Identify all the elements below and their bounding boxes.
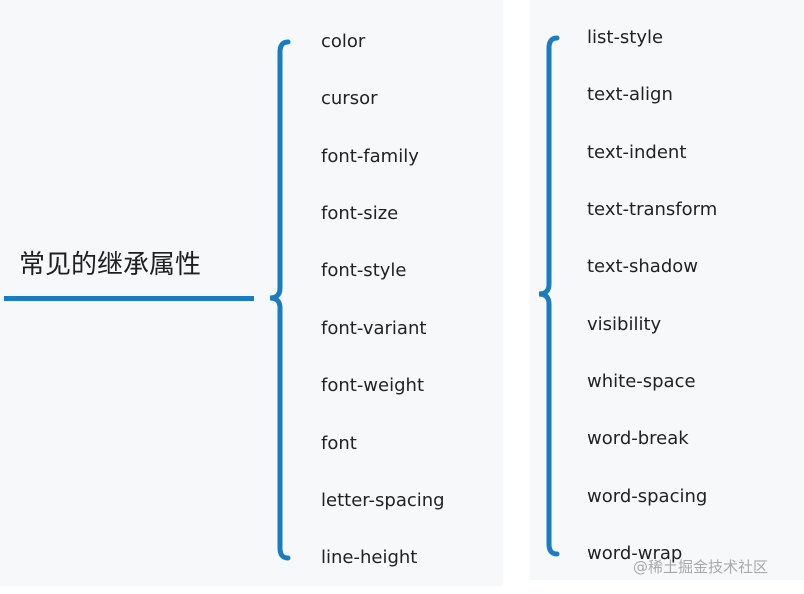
property-item: white-space — [587, 371, 696, 392]
root-node-label: 常见的继承属性 — [19, 250, 202, 280]
property-item: visibility — [587, 314, 662, 335]
property-item: word-wrap — [587, 543, 683, 564]
property-item: text-align — [587, 84, 673, 105]
property-item: text-shadow — [587, 256, 698, 277]
property-item: word-break — [587, 428, 689, 449]
property-item: font-family — [321, 146, 419, 167]
left-brace — [269, 39, 291, 561]
property-item: line-height — [321, 547, 418, 568]
property-item: font-size — [321, 203, 399, 224]
property-item: text-indent — [587, 142, 687, 163]
property-item: font — [321, 433, 357, 454]
right-panel — [530, 0, 804, 580]
property-item: color — [321, 31, 366, 52]
property-item: text-transform — [587, 199, 718, 220]
property-item: font-variant — [321, 318, 427, 339]
watermark: @稀土掘金技术社区 — [633, 558, 769, 576]
property-item: font-weight — [321, 375, 424, 396]
property-item: cursor — [321, 88, 378, 109]
left-panel — [0, 0, 503, 586]
property-item: list-style — [587, 27, 664, 48]
property-item: font-style — [321, 260, 407, 281]
root-connector-line — [4, 296, 254, 301]
property-item: word-spacing — [587, 486, 708, 507]
property-item: letter-spacing — [321, 490, 445, 511]
right-brace — [538, 35, 560, 557]
